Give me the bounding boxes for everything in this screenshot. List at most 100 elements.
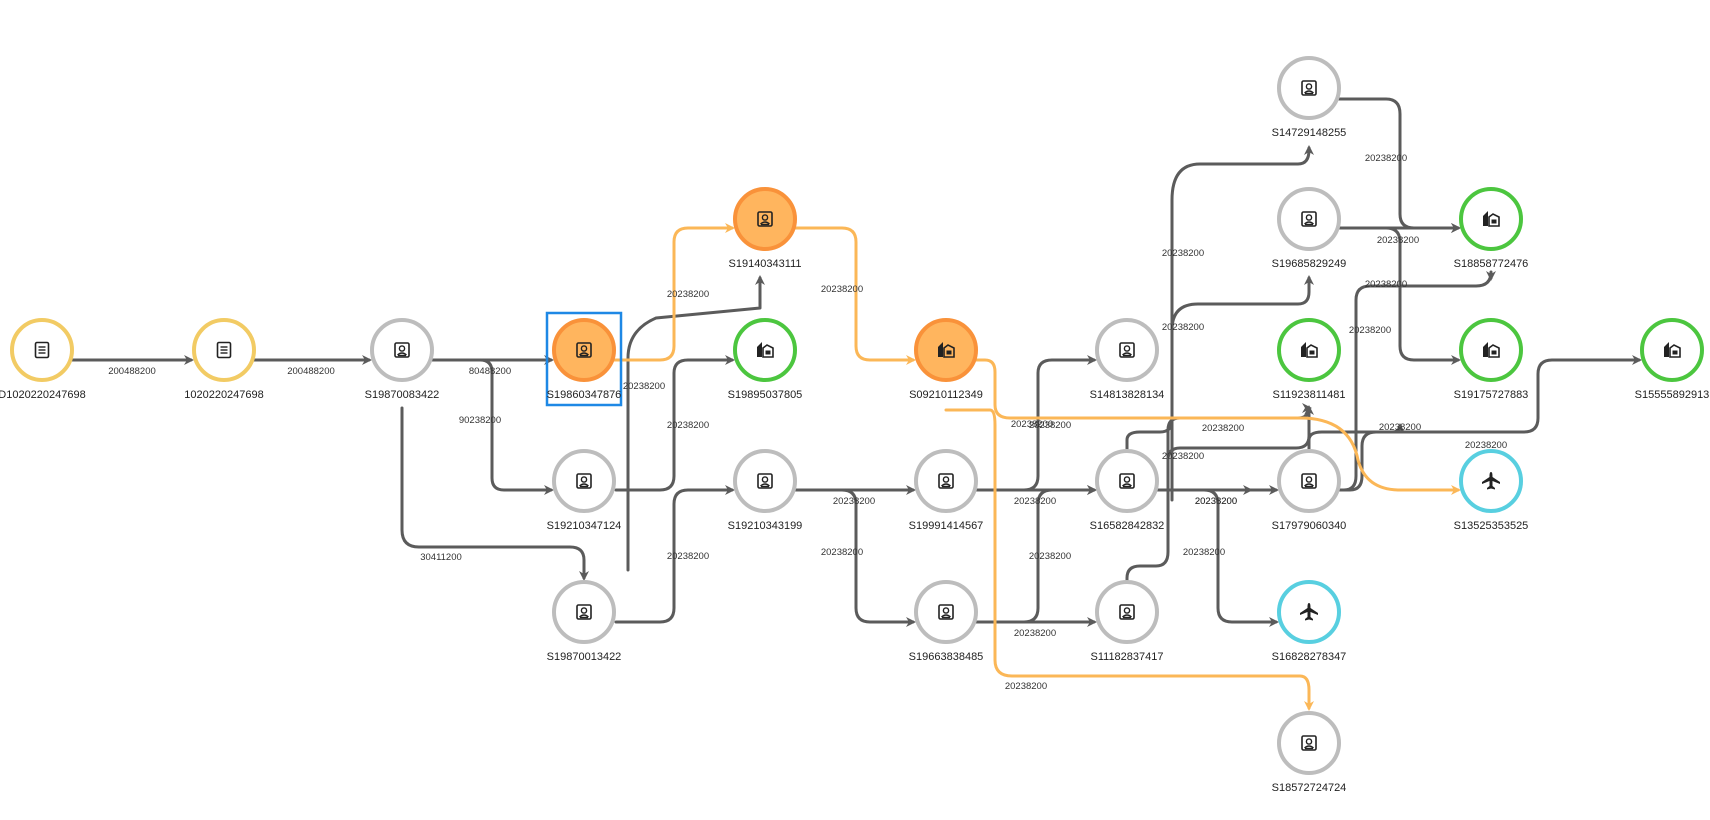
- graph-node[interactable]: S19895037805: [728, 318, 803, 401]
- company-icon: [757, 342, 774, 358]
- node-circle[interactable]: [733, 187, 797, 251]
- node-circle[interactable]: [914, 449, 978, 513]
- edge[interactable]: [614, 485, 735, 624]
- edge-label: 20238200: [1202, 423, 1244, 434]
- selection-box: [545, 311, 623, 407]
- edge-label: 20238200: [1014, 628, 1056, 639]
- node-circle[interactable]: [1277, 318, 1341, 382]
- edge-highlighted[interactable]: [974, 358, 1461, 495]
- edge[interactable]: [614, 355, 735, 492]
- edge-label: 20238200: [623, 381, 665, 392]
- node-circle[interactable]: [1277, 711, 1341, 775]
- edge-label: 20238200: [1195, 496, 1237, 507]
- edge[interactable]: [1337, 270, 1496, 492]
- edge-label: 20238200: [1365, 153, 1407, 164]
- graph-node[interactable]: S13525353525: [1454, 449, 1529, 532]
- edge-highlighted[interactable]: [944, 408, 1314, 711]
- node-circle[interactable]: [914, 318, 978, 382]
- graph-node[interactable]: S19663838485: [909, 580, 984, 663]
- node-label: S19210347124: [547, 520, 622, 532]
- edge-label: 20238200: [1011, 419, 1053, 430]
- graph-node[interactable]: S19870083422: [365, 318, 440, 401]
- node-circle[interactable]: [552, 580, 616, 644]
- node-label: S18858772476: [1454, 258, 1529, 270]
- node-circle[interactable]: [1277, 449, 1341, 513]
- node-label: S19860347876: [547, 389, 622, 401]
- node-label: S19895037805: [728, 389, 803, 401]
- edge-label: 20238200: [667, 420, 709, 431]
- edge-label: 20238200: [667, 289, 709, 300]
- node-label: S13525353525: [1454, 520, 1529, 532]
- person-badge-icon: [1119, 342, 1135, 358]
- graph-node[interactable]: S16582842832: [1090, 449, 1165, 532]
- node-label: S19685829249: [1272, 258, 1347, 270]
- node-label: 1020220247698: [184, 389, 264, 401]
- graph-node[interactable]: S19991414567: [909, 449, 984, 532]
- edge-label: 20238200: [1005, 681, 1047, 692]
- node-label: S19175727883: [1454, 389, 1529, 401]
- graph-node[interactable]: S18572724724: [1272, 711, 1347, 794]
- node-circle[interactable]: [552, 318, 616, 382]
- person-badge-icon: [1301, 80, 1317, 96]
- edge-label: 80488200: [469, 366, 511, 377]
- edge-label: 20238200: [1365, 279, 1407, 290]
- edge-label: 20238200: [1162, 248, 1204, 259]
- edge[interactable]: [1337, 226, 1461, 365]
- graph-node[interactable]: S19175727883: [1454, 318, 1529, 401]
- graph-node[interactable]: S17979060340: [1272, 449, 1347, 532]
- edge-highlighted[interactable]: [612, 223, 735, 362]
- node-label: S18572724724: [1272, 782, 1347, 794]
- graph-node[interactable]: S18858772476: [1454, 187, 1529, 270]
- node-circle[interactable]: [1095, 449, 1159, 513]
- edge[interactable]: [798, 488, 916, 627]
- node-circle[interactable]: [1277, 56, 1341, 120]
- edge[interactable]: [1307, 423, 1405, 453]
- node-circle[interactable]: [370, 318, 434, 382]
- graph-node[interactable]: S11923811481: [1273, 318, 1346, 401]
- graph-node[interactable]: S14729148255: [1272, 56, 1347, 139]
- graph-node[interactable]: S19870013422: [547, 580, 622, 663]
- node-circle[interactable]: [733, 318, 797, 382]
- edge-label: 20238200: [1014, 496, 1056, 507]
- edge-label: 20238200: [1183, 547, 1225, 558]
- node-circle[interactable]: [1095, 318, 1159, 382]
- graph-node[interactable]: S19210347124: [547, 449, 622, 532]
- node-circle[interactable]: [552, 449, 616, 513]
- graph-node[interactable]: 1020220247698: [184, 318, 264, 401]
- edge[interactable]: [1337, 355, 1642, 492]
- edge-highlighted[interactable]: [793, 226, 916, 365]
- graph-node[interactable]: D1020220247698: [0, 318, 86, 401]
- graph-node[interactable]: S19860347876: [545, 311, 623, 407]
- graph-node[interactable]: S16828278347: [1272, 580, 1347, 663]
- node-circle[interactable]: [1459, 187, 1523, 251]
- graph-node[interactable]: S11182837417: [1091, 580, 1164, 663]
- edge[interactable]: [626, 275, 765, 572]
- node-circle[interactable]: [733, 449, 797, 513]
- node-circle[interactable]: [914, 580, 978, 644]
- node-label: S19140343111: [729, 258, 802, 270]
- graph-node[interactable]: S15555892913: [1635, 318, 1710, 401]
- graph-node[interactable]: S14813828134: [1090, 318, 1165, 401]
- edge[interactable]: [1170, 275, 1314, 502]
- edge[interactable]: [400, 406, 589, 581]
- edge[interactable]: [1125, 145, 1314, 453]
- node-circle[interactable]: [1640, 318, 1704, 382]
- node-label: S19870083422: [365, 389, 440, 401]
- node-label: S16828278347: [1272, 651, 1347, 663]
- graph-node[interactable]: S19685829249: [1272, 187, 1347, 270]
- graph-node[interactable]: S09210112349: [909, 318, 983, 401]
- node-circle[interactable]: [1459, 318, 1523, 382]
- node-circle[interactable]: [1095, 580, 1159, 644]
- node-label: S14729148255: [1272, 127, 1347, 139]
- edge-label: 20238200: [833, 496, 875, 507]
- node-label: S11182837417: [1091, 651, 1164, 663]
- graph-node[interactable]: S19210343199: [728, 449, 803, 532]
- edge-label: 200488200: [108, 366, 156, 377]
- person-badge-icon: [1119, 473, 1135, 489]
- graph-node[interactable]: S19140343111: [729, 187, 802, 270]
- node-circle[interactable]: [1277, 187, 1341, 251]
- edge[interactable]: [430, 358, 554, 495]
- person-badge-icon: [757, 211, 773, 227]
